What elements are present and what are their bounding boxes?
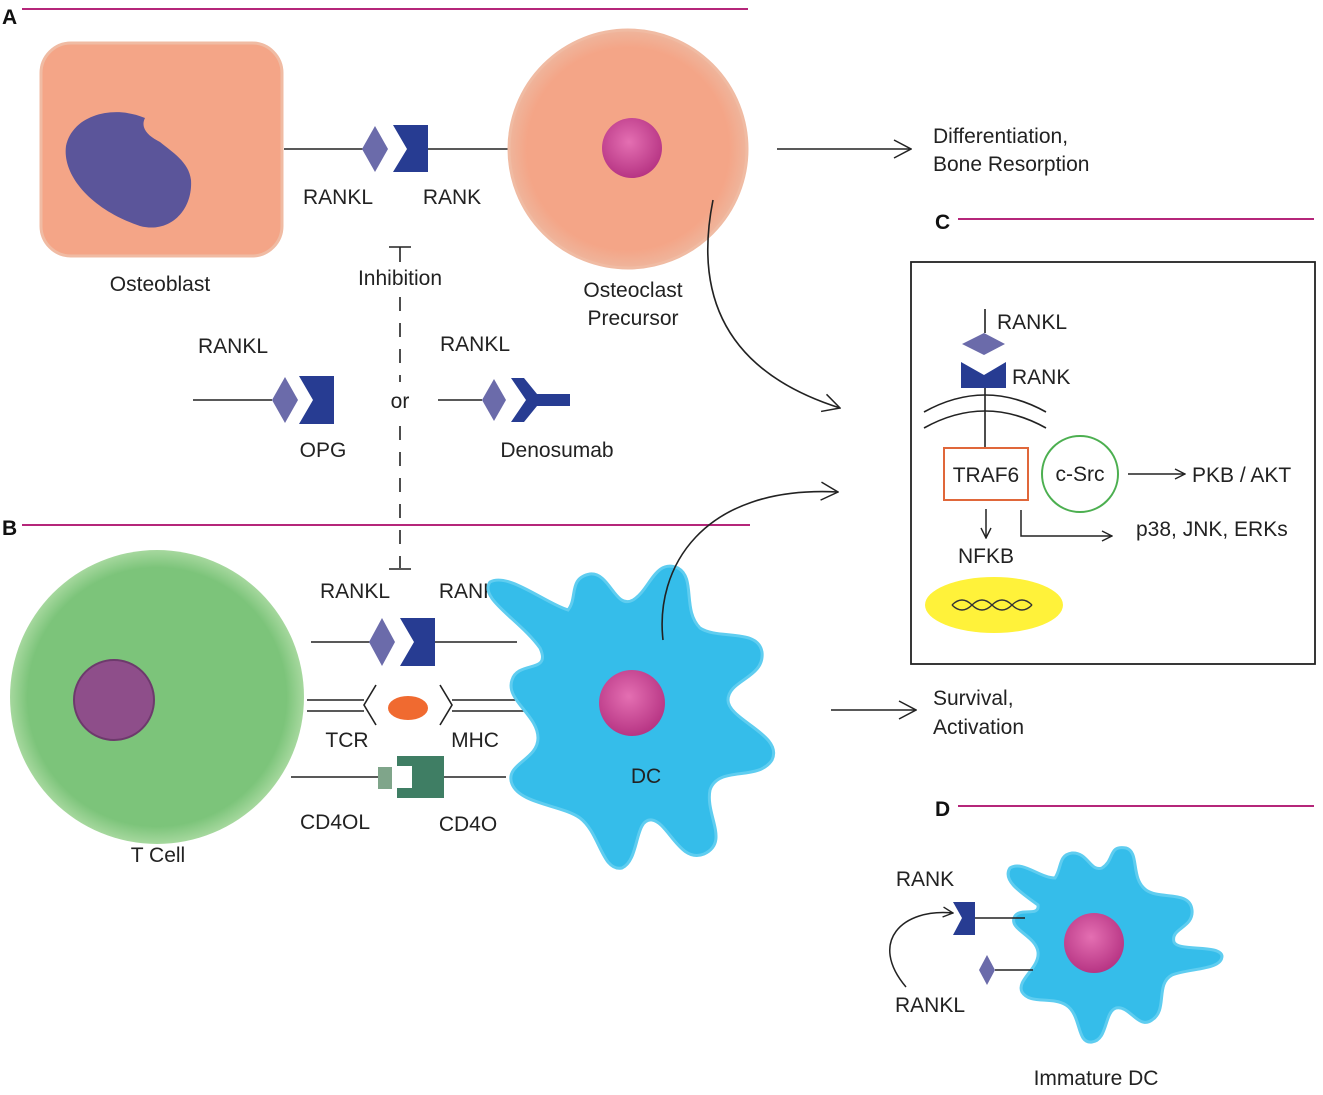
dc-to-signaling-arrow [661, 492, 838, 641]
cd40l-ligand [378, 767, 392, 789]
immature-dc-label: Immature DC [1034, 1067, 1159, 1090]
rankl-label-d: RANKL [895, 994, 965, 1017]
tcr-receptor [363, 684, 377, 726]
rankl-diamond-c [962, 333, 1005, 355]
rankl-label-c: RANKL [997, 311, 1067, 334]
immature-dc-nucleus [1064, 913, 1124, 973]
panel-c-letter: C [935, 211, 950, 234]
nucleus-dna [925, 577, 1063, 633]
opg-label: OPG [300, 439, 347, 462]
nfkb-label: NFKB [958, 545, 1014, 568]
autocrine-arrow [889, 913, 953, 988]
denosumab-label: Denosumab [500, 439, 613, 462]
cd40-receptor [397, 756, 444, 798]
panel-a-letter: A [2, 6, 17, 29]
opg-receptor [299, 376, 334, 424]
dc-nucleus [599, 670, 665, 736]
cd40-label: CD4O [439, 813, 497, 836]
cd40l-label: CD4OL [300, 811, 370, 834]
osteoclast-nucleus [602, 118, 662, 178]
mhc-receptor [439, 684, 453, 726]
survival-label-line1: Survival, [933, 687, 1014, 710]
csrc-circle [1041, 435, 1119, 513]
rank-receptor-b [400, 618, 435, 666]
traf6-box [943, 447, 1029, 501]
rankl-label-a: RANKL [303, 186, 373, 209]
rank-receptor-c [961, 362, 1006, 388]
panel-b-letter: B [2, 517, 17, 540]
osteoclast-to-signaling-arrow [707, 199, 840, 408]
tcr-label: TCR [325, 729, 368, 752]
osteoblast-label: Osteoblast [110, 273, 211, 296]
rankl-opg-label: RANKL [198, 335, 268, 358]
dc-label: DC [631, 765, 661, 788]
csrc-label: c-Src [1056, 463, 1105, 486]
rankl-denosumab-label: RANKL [440, 333, 510, 356]
t-cell-label: T Cell [131, 844, 185, 867]
traf6-label: TRAF6 [953, 464, 1020, 487]
panel-c: C RANKL RANK TRAF6 c-Src PKB / AKT p38, … [910, 211, 1316, 665]
panel-d: D RANK RANKL Immature DC [889, 798, 1314, 1090]
dna-helix [951, 599, 1033, 611]
rank-label-a: RANK [423, 186, 481, 209]
rankl-diamond-d [979, 955, 995, 985]
rank-label-d: RANK [896, 868, 954, 891]
rankl-diamond-a [362, 126, 388, 172]
rank-receptor-d [953, 902, 975, 935]
rankl-diamond-denosumab [482, 379, 506, 421]
denosumab-antibody [511, 378, 570, 422]
pkb-akt-label: PKB / AKT [1192, 464, 1291, 487]
or-label: or [391, 390, 410, 413]
mapk-label: p38, JNK, ERKs [1136, 518, 1288, 541]
osteoclast-label-line2: Precursor [587, 307, 678, 330]
panel-d-letter: D [935, 798, 950, 821]
rank-label-b: RANK [439, 580, 497, 603]
mhc-antigen [388, 696, 428, 720]
differentiation-label-line2: Bone Resorption [933, 153, 1089, 176]
survival-label-line2: Activation [933, 716, 1024, 739]
panel-b: B T Cell RANKL RANK TCR MHC CD4OL CD4O [2, 492, 1024, 870]
t-cell [10, 550, 304, 844]
panel-a: A Osteoblast RANKL RANK Osteoclast Precu… [2, 6, 1089, 570]
t-cell-nucleus [73, 659, 155, 741]
inhibition-label: Inhibition [358, 267, 442, 290]
differentiation-label-line1: Differentiation, [933, 125, 1068, 148]
rankl-label-b: RANKL [320, 580, 390, 603]
rankl-diamond-b [369, 618, 395, 666]
rank-receptor-a [393, 125, 428, 172]
osteoclast-label-line1: Osteoclast [583, 279, 682, 302]
rankl-diamond-opg [272, 377, 298, 423]
osteoblast-nucleus [65, 112, 192, 228]
traf6-to-mapk-arrow [1020, 510, 1112, 536]
osteoblast-cell [39, 41, 284, 258]
rank-label-c: RANK [1012, 366, 1070, 389]
mhc-label: MHC [451, 729, 499, 752]
